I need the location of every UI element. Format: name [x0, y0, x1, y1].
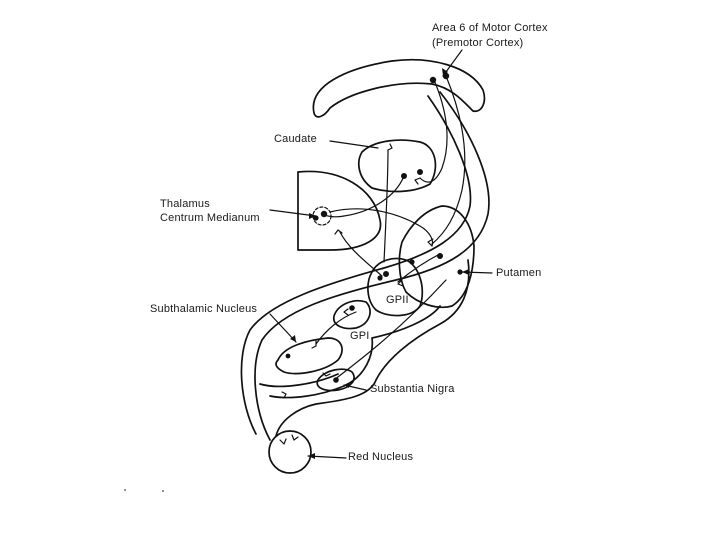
neuron-dot: [409, 259, 414, 264]
neuron-dot: [437, 253, 443, 259]
caudate-nucleus: [359, 140, 436, 191]
neuron-dot: [349, 305, 355, 311]
stray-mark: [162, 490, 164, 492]
neuron-dot: [321, 211, 327, 217]
gpii-nucleus: [368, 259, 422, 316]
neuron-dot: [401, 173, 407, 179]
gpii-label: GPII: [386, 294, 409, 307]
gpi-nucleus: [334, 301, 370, 329]
motor-cortex-arc: [313, 60, 484, 117]
caudate-leader: [330, 141, 378, 148]
neuron-dot: [333, 377, 339, 383]
area6-label-line2: (Premotor Cortex): [432, 37, 523, 50]
synapse-mark: [292, 435, 298, 440]
red-nucleus: [269, 431, 311, 473]
gpii-to-thalamus-fiber: [340, 232, 382, 276]
thalamus-label-line1: Thalamus: [160, 198, 210, 211]
synapse-mark: [312, 341, 316, 348]
synapse-mark: [415, 178, 420, 184]
putamen-label: Putamen: [496, 267, 541, 280]
arrowhead: [462, 269, 469, 275]
synapse-mark: [344, 309, 348, 315]
cortex-to-putamen-fiber: [432, 76, 465, 244]
area6-label-line1: Area 6 of Motor Cortex: [432, 22, 548, 35]
caudate-label: Caudate: [274, 133, 317, 146]
synapse-mark: [280, 439, 286, 444]
substantia-nigra-label: Substantia Nigra: [370, 383, 455, 396]
subthalamic-label: Subthalamic Nucleus: [150, 303, 257, 316]
neuron-dot: [417, 169, 423, 175]
red-nucleus-label: Red Nucleus: [348, 451, 413, 464]
caudate-to-gpii-fiber: [384, 150, 388, 262]
gpi-label: GPI: [350, 330, 370, 343]
neuron-dot: [430, 77, 436, 83]
stray-mark: [124, 489, 126, 491]
neuron-dot: [383, 271, 389, 277]
neuron-dot: [286, 354, 291, 359]
thalamus-label-line2: Centrum Medianum: [160, 212, 260, 225]
thalamus: [298, 171, 381, 250]
neuron-dot: [377, 275, 382, 280]
synapse-mark: [388, 144, 392, 150]
